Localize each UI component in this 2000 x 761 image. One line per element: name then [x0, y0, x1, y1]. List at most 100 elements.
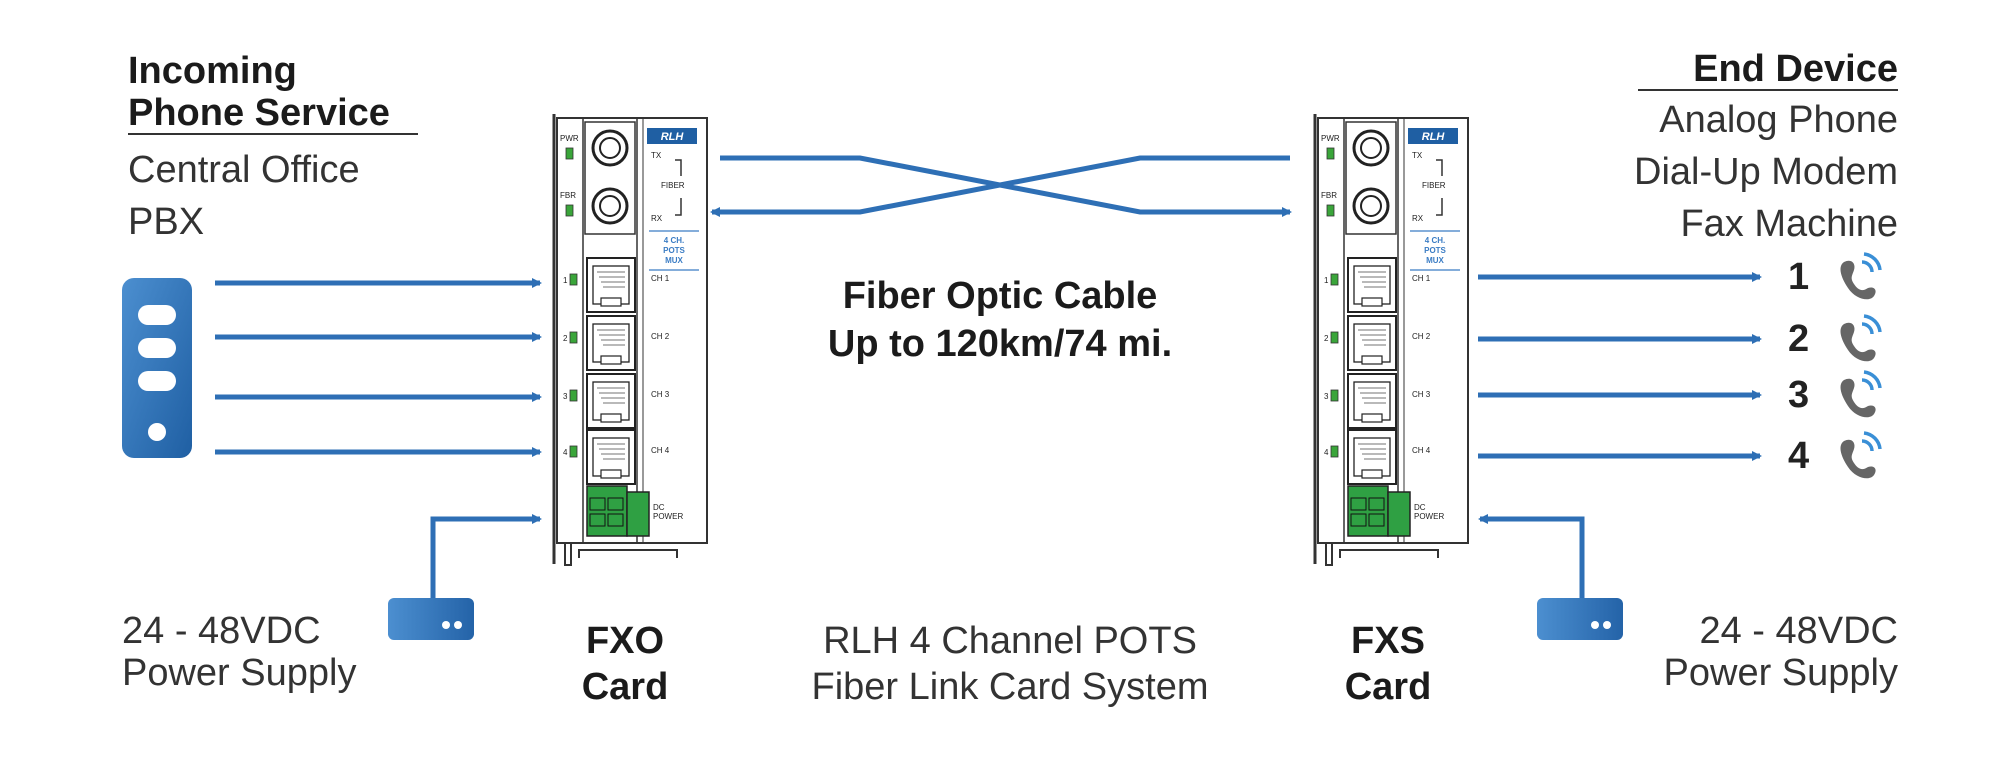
channel-number-2: 2 [1788, 318, 1810, 360]
logo-text: RLH [661, 131, 685, 143]
source-central-office: Central Office [128, 149, 360, 191]
dc-screw [589, 497, 606, 511]
rj11-tab [600, 297, 622, 307]
incoming-line-arrows [215, 278, 542, 457]
port-number: 2 [1324, 334, 1329, 343]
dc-plug [1387, 491, 1411, 537]
port-number: 1 [1324, 276, 1329, 285]
channel-label: CH 1 [651, 274, 670, 283]
channel-label: CH 4 [651, 446, 670, 455]
right-heading: End Device [1693, 48, 1898, 90]
channel-label: CH 2 [1412, 332, 1431, 341]
right-power-voltage: 24 - 48VDC [1699, 610, 1898, 652]
mux-label: POTS [1424, 246, 1446, 255]
mux-label: POTS [663, 246, 685, 255]
end-devices-list: Analog Phone Dial-Up Modem Fax Machine [1634, 94, 1898, 250]
channel-label: CH 3 [651, 390, 670, 399]
dc-screw [1350, 497, 1367, 511]
fbr-led [565, 204, 574, 217]
port-led [569, 331, 578, 344]
port-led [569, 445, 578, 458]
dc-label: POWER [653, 512, 683, 521]
right-power-supply-icon [1537, 598, 1623, 640]
fiber-cable [710, 155, 1292, 217]
fbr-label: FBR [1321, 191, 1337, 200]
left-power-voltage: 24 - 48VDC [122, 610, 321, 652]
port-led [569, 273, 578, 286]
right-power-supply-label: 24 - 48VDC Power Supply [1664, 610, 1898, 694]
rj11-tab [1361, 355, 1383, 365]
fiber-label: FIBER [661, 181, 685, 190]
fbr-label: FBR [560, 191, 576, 200]
right-power-label: Power Supply [1663, 652, 1898, 694]
pwr-label: PWR [1321, 134, 1340, 143]
mux-label: 4 CH. [1425, 236, 1445, 245]
fiber-bracket [1436, 159, 1443, 176]
pwr-led [1326, 147, 1335, 160]
device-fax-machine: Fax Machine [1680, 203, 1898, 245]
port-number: 4 [563, 448, 568, 457]
rj11-tab [600, 355, 622, 365]
pwr-led [565, 147, 574, 160]
left-power-supply-icon [388, 598, 474, 640]
device-dial-up-modem: Dial-Up Modem [1634, 151, 1898, 193]
logo-badge [1408, 128, 1458, 144]
phone-icons [1840, 252, 1882, 479]
logo-text: RLH [1422, 131, 1446, 143]
fiber-label: FIBER [1422, 181, 1446, 190]
fxs-card-label-line-2: Card [1344, 666, 1432, 708]
fiber-port-core [599, 195, 621, 217]
fiber-cable-label: Fiber Optic Cable Up to 120km/74 mi. [780, 272, 1220, 368]
channel-label: CH 4 [1412, 446, 1431, 455]
device-analog-phone: Analog Phone [1659, 99, 1898, 141]
card-bracket [1339, 549, 1439, 558]
system-label-line-1: RLH 4 Channel POTS [823, 620, 1197, 662]
mux-label: 4 CH. [664, 236, 684, 245]
dc-label: DC [1414, 503, 1426, 512]
fiber-bracket [1436, 198, 1443, 216]
port-number: 3 [563, 392, 568, 401]
rj11-tab [1361, 297, 1383, 307]
port-led [1330, 331, 1339, 344]
rj11-tab [600, 413, 622, 423]
fxs-card-label: FXS Card [1308, 618, 1468, 710]
fxo-card-label-line-1: FXO [585, 620, 665, 662]
server-icon [122, 278, 192, 458]
phone-sources-list: Central Office PBX [128, 144, 360, 248]
channel-label: CH 1 [1412, 274, 1431, 283]
fxo-card-label-line-2: Card [581, 666, 669, 708]
dc-screw [589, 513, 606, 527]
phone-icon [1840, 431, 1882, 479]
card-foot [1325, 542, 1333, 566]
fxs-card-label-line-1: FXS [1351, 620, 1425, 662]
fiber-cable-label-line-2: Up to 120km/74 mi. [827, 323, 1173, 365]
logo-badge [647, 128, 697, 144]
source-pbx: PBX [128, 201, 205, 243]
fiber-port-core [599, 137, 621, 159]
pwr-label: PWR [560, 134, 579, 143]
rj11-tab [600, 469, 622, 479]
fiber-port-core [1360, 195, 1382, 217]
fiber-cable-label-line-1: Fiber Optic Cable [842, 275, 1158, 317]
rj11-tab [1361, 413, 1383, 423]
rx-label: RX [651, 214, 663, 223]
port-number: 3 [1324, 392, 1329, 401]
channel-number-3: 3 [1788, 374, 1810, 416]
phone-icon [1840, 370, 1882, 418]
port-number: 4 [1324, 448, 1329, 457]
port-led [1330, 445, 1339, 458]
right-power-cable [1478, 514, 1585, 598]
outgoing-line-arrows [1478, 272, 1762, 461]
left-power-supply-label: 24 - 48VDC Power Supply [122, 610, 356, 694]
port-led [1330, 273, 1339, 286]
left-heading: Incoming Phone Service [128, 50, 390, 134]
phone-icon [1840, 314, 1882, 362]
dc-screw [607, 497, 624, 511]
rx-label: RX [1412, 214, 1424, 223]
left-heading-line-2: Phone Service [128, 92, 390, 134]
system-label: RLH 4 Channel POTS Fiber Link Card Syste… [780, 618, 1240, 710]
left-power-cable [430, 514, 542, 598]
tx-label: TX [651, 151, 662, 160]
